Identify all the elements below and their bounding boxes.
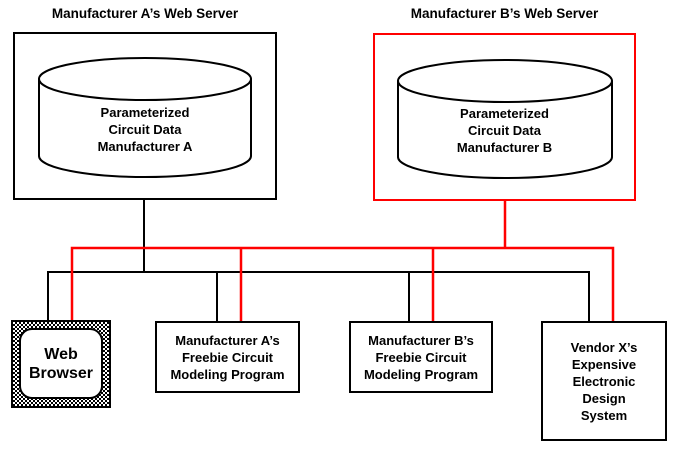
cylinder-b-line1: Parameterized [460, 106, 549, 121]
web-browser-box: Web Browser [11, 320, 111, 408]
cylinder-a-line2: Circuit Data [108, 122, 182, 137]
cylinder-b-line2: Circuit Data [468, 123, 541, 138]
database-cylinder-icon [38, 57, 252, 178]
prog-b-line2: Freebie Circuit [375, 349, 467, 365]
manufacturer-a-program-box: Manufacturer A’s Freebie Circuit Modelin… [155, 321, 300, 393]
prog-b-line1: Manufacturer B’s [368, 332, 474, 348]
vendor-line3: Electronic [572, 373, 636, 389]
black-bus-lines [47, 199, 590, 322]
vendor-line4: Design [582, 390, 626, 406]
prog-a-line1: Manufacturer A’s [175, 332, 280, 348]
vendor-line2: Expensive [571, 356, 637, 372]
manufacturer-b-program-box: Manufacturer B’s Freebie Circuit Modelin… [349, 321, 493, 393]
database-cylinder-icon [397, 59, 613, 179]
prog-b-line3: Modeling Program [363, 366, 479, 382]
web-browser-line2: Browser [28, 364, 94, 382]
cylinder-a-line3: Manufacturer A [97, 139, 193, 154]
prog-a-line2: Freebie Circuit [181, 349, 274, 365]
server-a-title: Manufacturer A’s Web Server [51, 6, 239, 21]
web-browser-screen: Web Browser [19, 328, 103, 399]
vendor-line1: Vendor X’s [570, 339, 638, 355]
red-bus-lines [70, 200, 615, 322]
cylinder-a-label: Parameterized Circuit Data Manufacturer … [15, 104, 275, 155]
server-a-box: Parameterized Circuit Data Manufacturer … [13, 32, 277, 200]
prog-a-line3: Modeling Program [170, 366, 285, 382]
server-b-title: Manufacturer B’s Web Server [410, 6, 599, 21]
web-browser-line1: Web [44, 345, 78, 363]
server-b-box: Parameterized Circuit Data Manufacturer … [373, 33, 636, 201]
vendor-line5: System [580, 407, 628, 423]
cylinder-a-line1: Parameterized [100, 105, 190, 120]
cylinder-b-label: Parameterized Circuit Data Manufacturer … [375, 105, 634, 156]
cylinder-b-line3: Manufacturer B [456, 140, 553, 155]
vendor-x-system-box: Vendor X’s Expensive Electronic Design S… [541, 321, 667, 441]
